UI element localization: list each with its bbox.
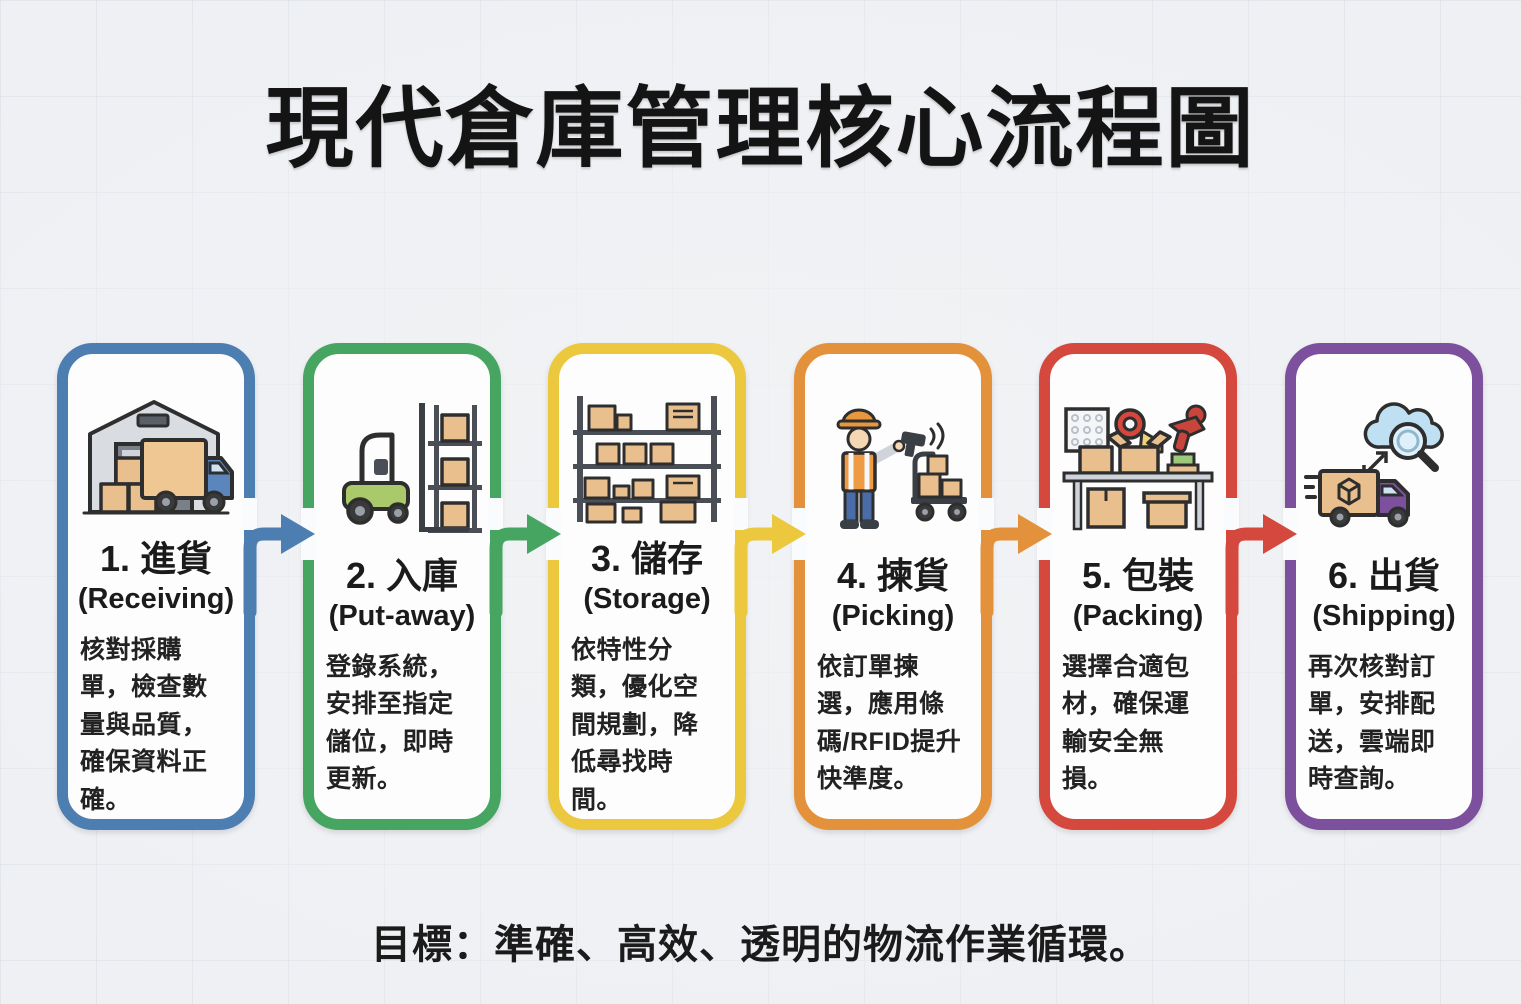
step-card-packing: 5. 包裝 (Packing) 選擇合適包材，確保運輸安全無損。 <box>1039 343 1237 830</box>
warehouse-receiving-icon <box>72 388 240 529</box>
border-gap <box>488 498 503 530</box>
step-subtitle: (Shipping) <box>1312 599 1456 632</box>
shipping-truck-cloud-icon <box>1300 388 1468 546</box>
step-subtitle: (Storage) <box>583 582 711 615</box>
flow-arrow-putaway-to-storage <box>483 470 567 620</box>
goal-statement: 目標：準確、高效、透明的物流作業循環。 <box>371 923 1150 967</box>
step-card-receiving: 1. 進貨 (Receiving) 核對採購單，檢查數量與品質，確保資料正確。 <box>57 343 255 830</box>
step-description: 選擇合適包材，確保運輸安全無損。 <box>1062 652 1190 794</box>
step-card-putaway: 2. 入庫 (Put-away) 登錄系統，安排至指定儲位，即時更新。 <box>303 343 501 830</box>
flow-arrow-picking-to-packing <box>974 470 1058 620</box>
step-card-picking: 4. 揀貨 (Picking) 依訂單揀選，應用條碼/RFID提升快準度。 <box>794 343 992 830</box>
step-description: 核對採購單，檢查數量與品質，確保資料正確。 <box>80 635 208 814</box>
step-title: 1. 進貨 <box>99 537 213 579</box>
flow-arrow-packing-to-shipping <box>1219 470 1303 620</box>
step-card-storage: 3. 儲存 (Storage) 依特性分類，優化空間規劃，降低尋找時間。 <box>548 343 746 830</box>
border-gap <box>979 498 994 530</box>
step-description: 登錄系統，安排至指定儲位，即時更新。 <box>326 652 454 794</box>
step-title: 5. 包裝 <box>1081 555 1195 596</box>
storage-rack-icon <box>563 388 731 529</box>
step-subtitle: (Packing) <box>1072 599 1204 632</box>
step-title: 4. 揀貨 <box>836 555 950 596</box>
border-gap <box>733 498 748 530</box>
step-title: 3. 儲存 <box>590 537 704 579</box>
step-description: 依訂單揀選，應用條碼/RFID提升快準度。 <box>817 652 962 794</box>
page-title: 現代倉庫管理核心流程圖 <box>265 79 1256 178</box>
step-subtitle: (Put-away) <box>328 599 476 632</box>
forklift-putaway-icon <box>318 388 486 546</box>
packing-station-icon <box>1054 388 1222 546</box>
flow-arrow-storage-to-picking <box>728 470 812 620</box>
step-title: 6. 出貨 <box>1327 555 1441 596</box>
step-description: 依特性分類，優化空間規劃，降低尋找時間。 <box>571 635 699 814</box>
step-subtitle: (Picking) <box>831 599 955 632</box>
step-title: 2. 入庫 <box>345 555 459 596</box>
step-card-shipping: 6. 出貨 (Shipping) 再次核對訂單，安排配送，雲端即時查詢。 <box>1285 343 1483 830</box>
flow-arrow-receiving-to-putaway <box>237 470 321 620</box>
border-gap <box>242 498 257 530</box>
step-description: 再次核對訂單，安排配送，雲端即時查詢。 <box>1308 652 1436 794</box>
picking-worker-icon <box>809 388 977 546</box>
border-gap <box>1224 498 1239 530</box>
step-subtitle: (Receiving) <box>77 582 235 615</box>
